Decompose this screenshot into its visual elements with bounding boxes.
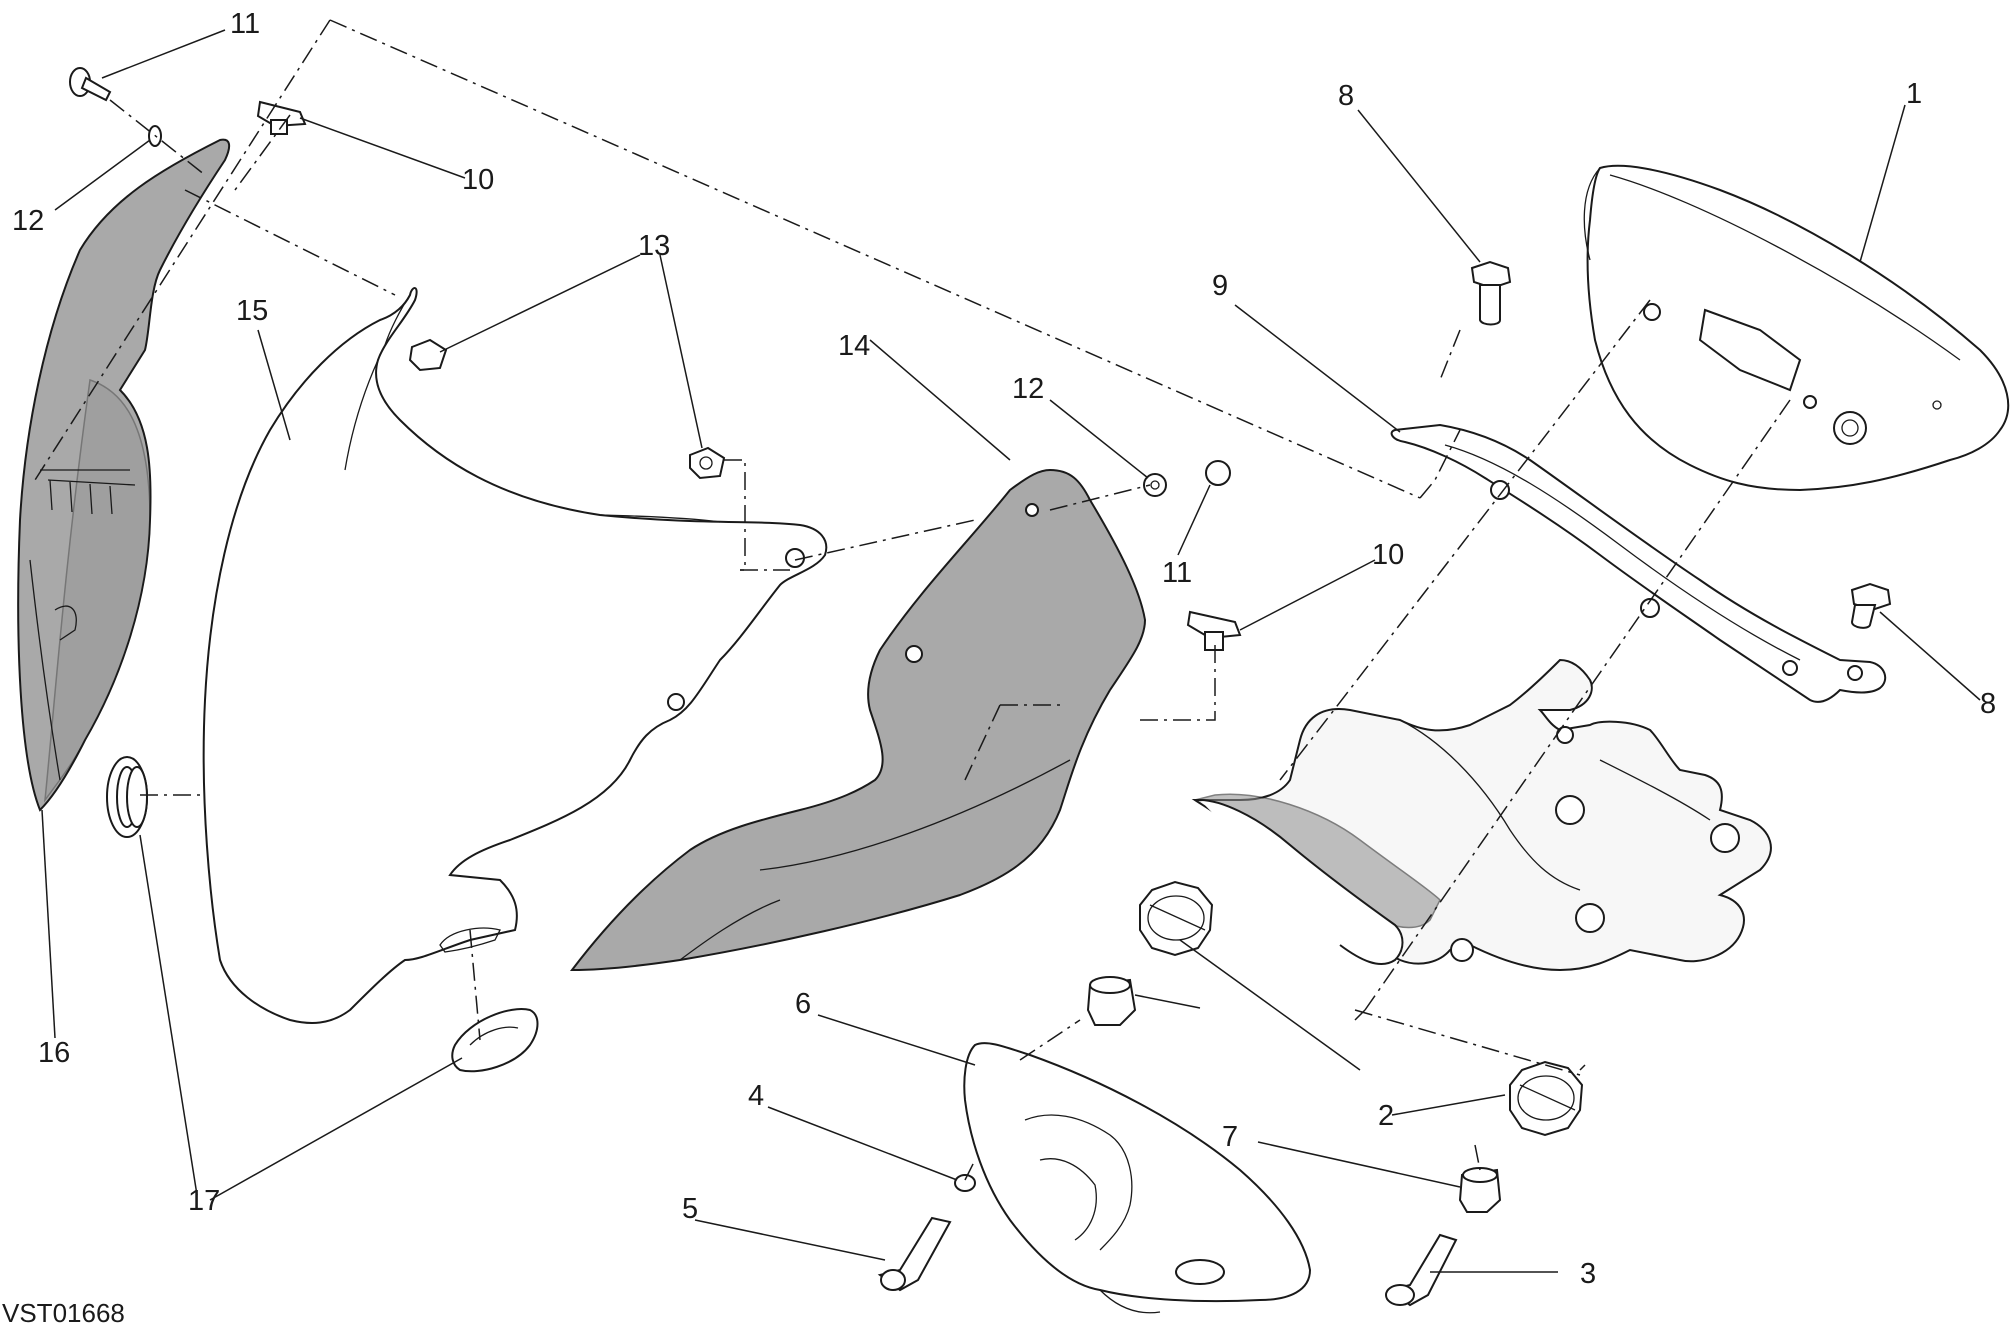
callout-4: 4: [748, 1080, 764, 1112]
callout-3: 3: [1580, 1258, 1596, 1290]
callout-2: 2: [1378, 1100, 1394, 1132]
part-7-spacers: [1086, 976, 1502, 1213]
part-17-grommets: [106, 756, 539, 1073]
callout-14: 14: [838, 330, 870, 362]
callout-labels: 11 12 10 13 15 16 17 14 12 11 10 8 9 1 8…: [12, 8, 1996, 1290]
callout-7-left: 7: [1222, 1121, 1238, 1153]
callout-1: 1: [1906, 78, 1922, 110]
part-9-bracket: [1390, 423, 1887, 703]
callout-8-top: 8: [1338, 80, 1354, 112]
part-15-fairing-panel: [202, 287, 828, 1024]
upper-mount-assembly: [1191, 658, 1772, 972]
part-16-side-cover: [17, 138, 231, 812]
callout-12-center: 12: [1012, 373, 1044, 405]
callout-13: 13: [638, 230, 670, 262]
callout-11-top: 11: [230, 8, 260, 40]
callout-9: 9: [1212, 270, 1228, 302]
fasteners-top-left: [69, 67, 726, 480]
callout-10-center: 10: [1372, 539, 1404, 571]
assembly-lines: [34, 19, 1791, 1181]
drawing-code: VST01668: [2, 1298, 125, 1328]
leader-lines: [41, 29, 1981, 1273]
part-14-grey-fairing: [569, 468, 1147, 972]
callout-11-center: 11: [1162, 557, 1192, 589]
callout-8-right: 8: [1980, 688, 1996, 720]
part-8-screws: [1470, 260, 1892, 629]
part-6-cover: [963, 1042, 1312, 1314]
callout-15: 15: [236, 295, 268, 327]
callout-16: 16: [38, 1037, 70, 1069]
callout-6: 6: [795, 988, 811, 1020]
callout-10-top: 10: [462, 164, 494, 196]
fasteners-center: [1143, 460, 1242, 651]
callout-5: 5: [682, 1193, 698, 1225]
parts-3-4-5-screws: [877, 1174, 1458, 1307]
callout-17: 17: [188, 1185, 220, 1217]
callout-12-top: 12: [12, 205, 44, 237]
part-1-instrument-cluster: [1583, 164, 2010, 492]
part-2-dampers: [1139, 880, 1584, 1137]
